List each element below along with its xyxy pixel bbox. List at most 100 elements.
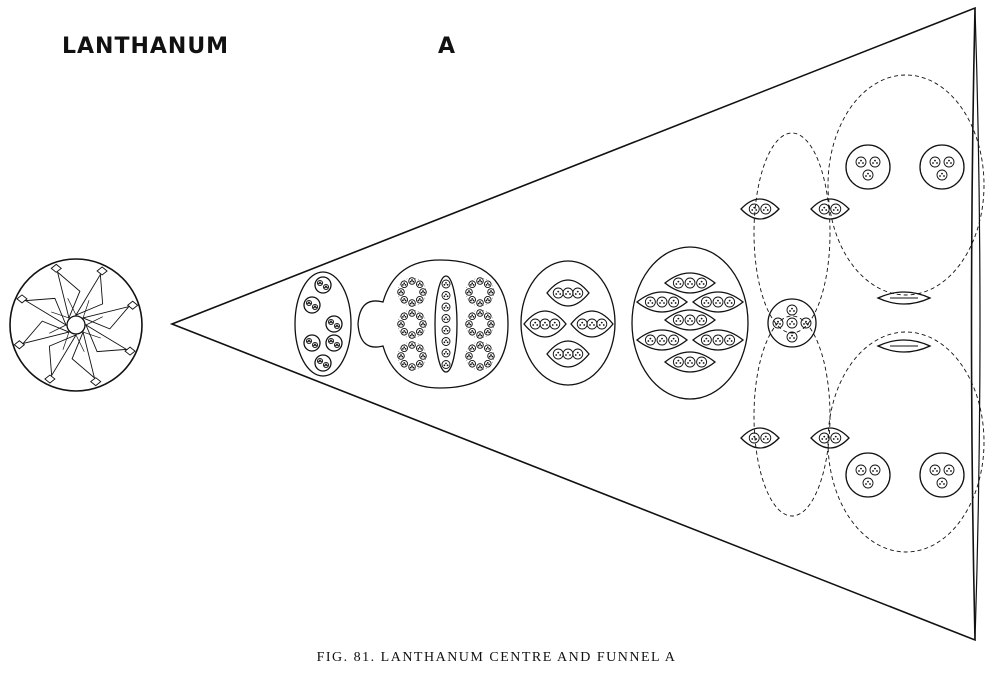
atom-dot <box>578 293 581 295</box>
atom <box>441 314 451 323</box>
atom-dot <box>337 325 339 328</box>
atom <box>596 318 608 330</box>
atom-dot <box>832 438 835 440</box>
atom-dot <box>479 301 481 303</box>
atom-dot <box>470 299 472 302</box>
atom-dot <box>807 323 809 325</box>
atom <box>311 341 319 349</box>
atom <box>748 432 760 444</box>
atom <box>465 320 473 328</box>
atom <box>830 432 842 444</box>
atom-dot <box>789 310 791 312</box>
atom-dot <box>591 321 593 324</box>
spiral-arm <box>81 305 131 330</box>
atom-dot <box>417 283 420 286</box>
atom <box>696 356 708 368</box>
atom <box>668 296 680 308</box>
atom-dot <box>398 323 401 326</box>
atom-dot <box>670 340 673 342</box>
atom-dot <box>401 291 404 294</box>
atom-dot <box>789 323 791 325</box>
atom-dot <box>329 340 331 343</box>
atom-dot <box>412 280 415 283</box>
arm-rib <box>51 311 70 319</box>
arm-rib <box>49 324 67 334</box>
atom-dot <box>411 365 413 367</box>
atom <box>305 299 313 307</box>
atom-dot <box>479 311 481 313</box>
atom-dot <box>939 483 941 485</box>
atom-dot <box>719 340 721 342</box>
atom-dot <box>320 282 322 285</box>
atom-dot <box>403 329 406 332</box>
atom <box>672 277 684 289</box>
atom <box>724 296 736 308</box>
atom <box>644 296 656 308</box>
lens-pod <box>546 279 590 307</box>
atom <box>333 341 341 349</box>
atom-dot <box>762 438 765 440</box>
atom-dot <box>423 355 426 358</box>
atom-dot <box>823 435 826 438</box>
atom-dot <box>470 315 472 318</box>
atom-dot <box>488 347 490 350</box>
atom-dot <box>480 302 483 305</box>
atom <box>400 344 408 352</box>
atom-dot <box>932 470 934 472</box>
atom <box>305 337 313 345</box>
atom-dot <box>486 282 489 285</box>
atom-dot <box>551 324 554 326</box>
atom-dot <box>418 361 421 364</box>
atom <box>311 303 319 311</box>
atom <box>465 288 473 296</box>
atom <box>572 348 584 360</box>
atom-dot <box>546 324 548 326</box>
atom-dot <box>766 438 769 440</box>
atom-dot <box>941 480 943 483</box>
atom-dot <box>593 324 595 326</box>
atom-dot <box>445 339 447 342</box>
atom-dot <box>331 340 333 343</box>
atom <box>672 314 684 326</box>
atom-dot <box>417 315 420 318</box>
atom <box>487 288 495 296</box>
segment-2 <box>357 259 509 389</box>
atom <box>656 334 668 346</box>
atom-dot <box>402 331 404 334</box>
atom-dot <box>565 293 567 295</box>
atom-dot <box>446 295 449 298</box>
atom-dot <box>402 363 404 366</box>
lens-pod <box>663 309 717 331</box>
atom <box>468 312 476 320</box>
atom <box>586 318 598 330</box>
atom <box>468 280 476 288</box>
triplet-ball <box>845 452 891 498</box>
atom <box>562 287 574 299</box>
atom-dot <box>674 302 677 304</box>
segment-3 <box>520 260 616 386</box>
arm-tip <box>126 300 139 310</box>
atom-dot <box>420 363 422 366</box>
spiral-arm <box>85 323 128 353</box>
atom-dot <box>764 435 767 438</box>
atom-dot <box>471 297 474 300</box>
atom <box>322 283 330 291</box>
atom-dot <box>486 314 489 317</box>
atom-dot <box>398 355 401 358</box>
spiral-arm <box>48 334 78 377</box>
lens-pod <box>740 198 780 220</box>
atom-dot <box>555 354 558 356</box>
atom-dot <box>679 320 682 322</box>
atom-dot <box>313 344 315 347</box>
atom-dot <box>663 340 665 342</box>
spiral-arm <box>71 330 96 380</box>
atom <box>929 156 941 168</box>
atom-dot <box>698 320 701 322</box>
atom-dot <box>409 334 412 337</box>
atom-dot <box>821 438 824 440</box>
atom-dot <box>404 331 407 334</box>
atom-dot <box>466 323 469 326</box>
lens-pod <box>635 329 689 351</box>
atom-dot <box>468 290 470 292</box>
atom-dot <box>691 320 693 322</box>
